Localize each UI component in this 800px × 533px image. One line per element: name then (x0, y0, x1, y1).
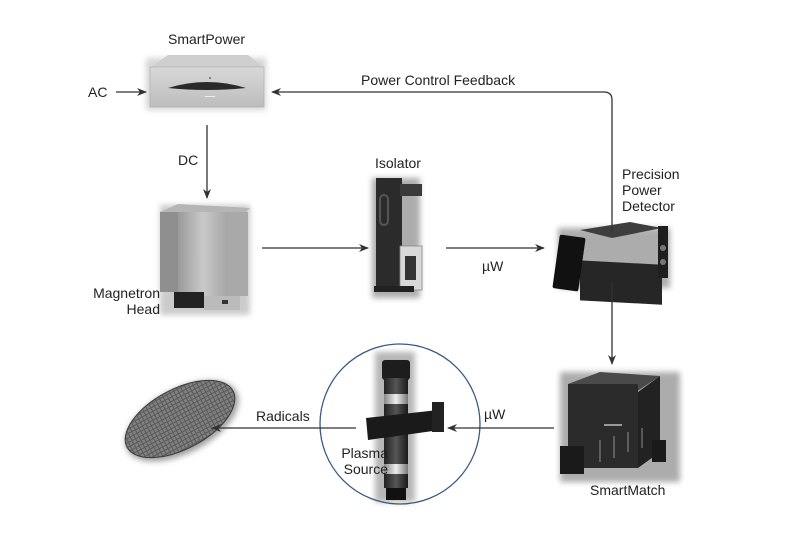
plasma-source-label-line2: Source (343, 461, 388, 477)
power-control-feedback-label: Power Control Feedback (361, 72, 516, 88)
precision-power-detector-image (552, 222, 670, 305)
uw-bottom-label: µW (484, 406, 506, 422)
radicals-label: Radicals (256, 408, 310, 424)
dc-label: DC (178, 152, 199, 168)
isolator-image (372, 178, 423, 298)
precision-power-detector-label-line3: Detector (622, 198, 675, 214)
smartpower-label: SmartPower (168, 31, 246, 47)
magnetron-head-image (160, 204, 250, 315)
isolator-label: Isolator (375, 155, 421, 171)
plasma-source-image (366, 352, 444, 502)
ac-label: AC (88, 84, 108, 100)
wafer-image (124, 379, 239, 462)
precision-power-detector-label-line1: Precision (622, 166, 680, 182)
uw-top-label: µW (482, 258, 504, 274)
magnetron-head-label-line1: Magnetron (93, 285, 160, 301)
plasma-source-label-line1: Plasma (341, 445, 388, 461)
magnetron-head-label-line2: Head (126, 301, 160, 317)
plasma-source-circle (319, 343, 481, 505)
smartpower-unit-image (146, 55, 266, 110)
power-control-feedback-arrow (271, 88, 613, 232)
smartmatch-label: SmartMatch (590, 482, 666, 498)
precision-power-detector-label-line2: Power (622, 182, 662, 198)
smartmatch-image (560, 372, 680, 482)
